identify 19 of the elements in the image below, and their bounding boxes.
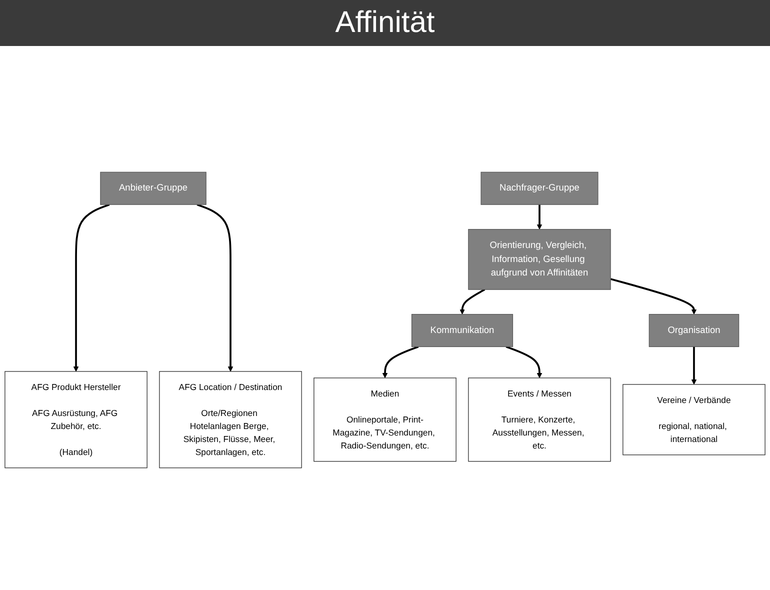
node-box: AFG Produkt Hersteller AFG Ausrüstung, AFG Zubehör, etc. (Handel) xyxy=(4,371,148,468)
title-banner: Affinität xyxy=(0,0,770,46)
node-box: Nachfrager-Gruppe xyxy=(480,172,598,205)
arrow xyxy=(506,346,542,378)
node-box: Organisation xyxy=(648,314,740,348)
arrow xyxy=(460,288,486,315)
node-box: Medien Onlineportale, Print-Magazine, TV-Sendungen, Radio-Sendungen, etc. xyxy=(314,378,456,462)
arrow xyxy=(536,204,542,230)
node-box: Kommunikation xyxy=(411,314,514,348)
arrow xyxy=(196,204,234,372)
node-box: Vereine / Verbände regional, national, international xyxy=(622,384,766,456)
arrow xyxy=(382,346,419,378)
arrow xyxy=(73,204,110,372)
arrow xyxy=(610,278,697,315)
node-box: AFG Location / Destination Orte/Regionen Hotelanlagen Berge, Skipisten, Flüsse, Meer, Sportanlagen, etc. xyxy=(159,371,302,468)
node-box: Orientierung, Vergleich, Information, Gesellung aufgrund von Affinitäten xyxy=(468,229,611,290)
node-box: Anbieter-Gruppe xyxy=(100,172,206,205)
arrow xyxy=(691,346,697,385)
node-box: Events / Messen Turniere, Konzerte, Ausstellungen, Messen, etc. xyxy=(468,378,611,462)
